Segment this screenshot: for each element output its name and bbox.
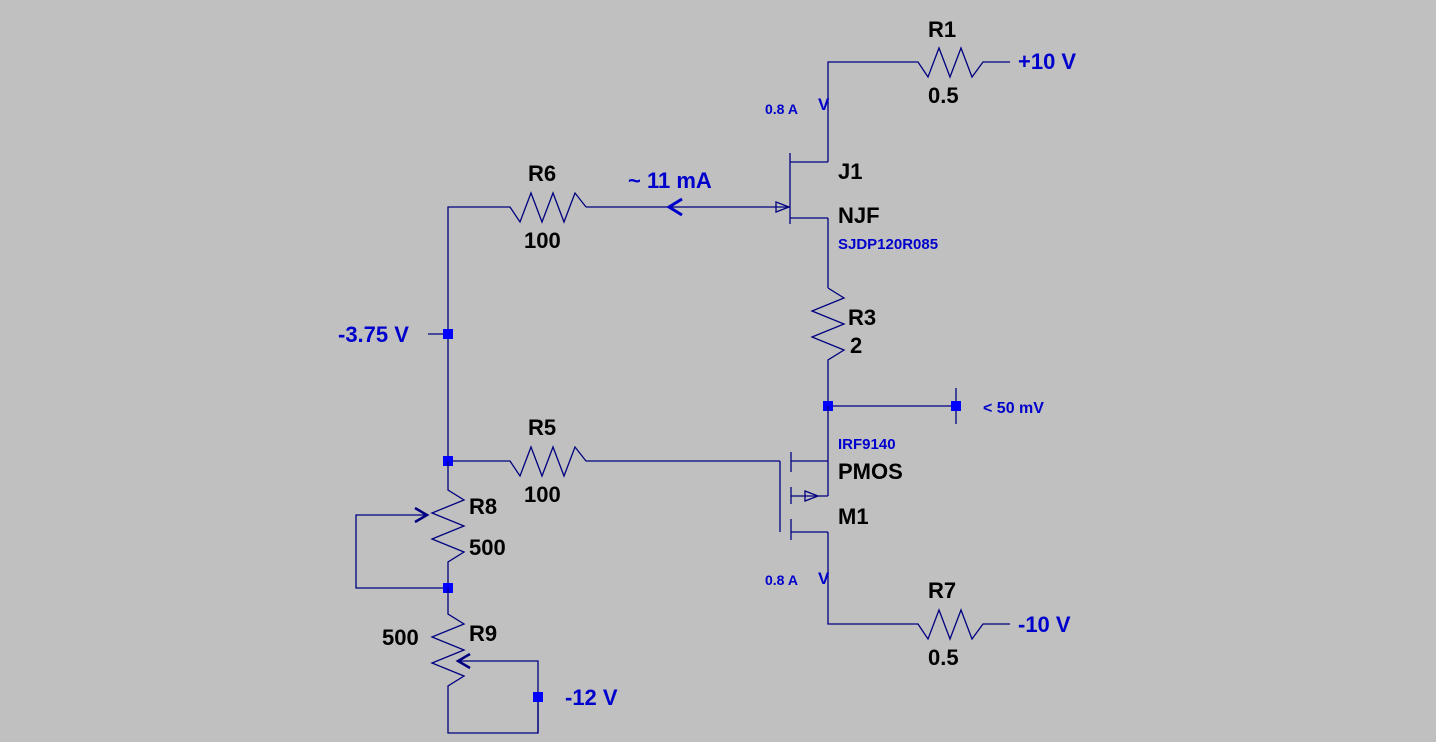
current-bottom-label: 0.8 A [765,572,798,588]
r3-value: 2 [850,333,862,358]
gate-voltage-label: -3.75 V [338,322,409,347]
v-mark-top: V [818,95,830,114]
r1-value: 0.5 [928,83,959,108]
r8-ref: R8 [469,494,497,519]
r6-value: 100 [524,228,561,253]
resistor-r5[interactable] [443,445,780,478]
m1-ref: M1 [838,504,869,529]
r8-value: 500 [469,535,506,560]
supply-bias-label: -12 V [565,685,618,710]
j1-model: SJDP120R085 [838,236,938,253]
resistor-r7[interactable] [827,588,1010,641]
r1-ref: R1 [928,17,956,42]
gate-current-label: ~ 11 mA [628,168,712,193]
supply-pos-label: +10 V [1018,49,1076,74]
r5-value: 100 [524,482,561,507]
j1-type: NJF [838,203,880,228]
mid-voltage-label: < 50 mV [983,400,1044,417]
r9-ref: R9 [469,621,497,646]
m1-type: PMOS [838,459,903,484]
current-top-label: 0.8 A [765,101,798,117]
potentiometer-r9[interactable] [430,588,543,734]
r3-ref: R3 [848,305,876,330]
r7-value: 0.5 [928,645,959,670]
r9-value: 500 [382,625,419,650]
gate-current-arrow [666,197,683,217]
gate-node [428,329,453,461]
jfet-j1[interactable] [586,140,829,288]
j1-ref: J1 [838,159,862,184]
r5-ref: R5 [528,415,556,440]
mid-node [823,388,961,424]
resistor-r1[interactable] [827,46,1010,140]
resistor-r3[interactable] [810,287,846,406]
r6-ref: R6 [528,161,556,186]
potentiometer-r8[interactable] [355,461,466,593]
supply-neg-label: -10 V [1018,612,1071,637]
r7-ref: R7 [928,578,956,603]
mosfet-m1[interactable] [779,406,829,588]
m1-model: IRF9140 [838,436,896,453]
resistor-r6[interactable] [447,191,587,334]
v-mark-bottom: V [818,569,830,588]
